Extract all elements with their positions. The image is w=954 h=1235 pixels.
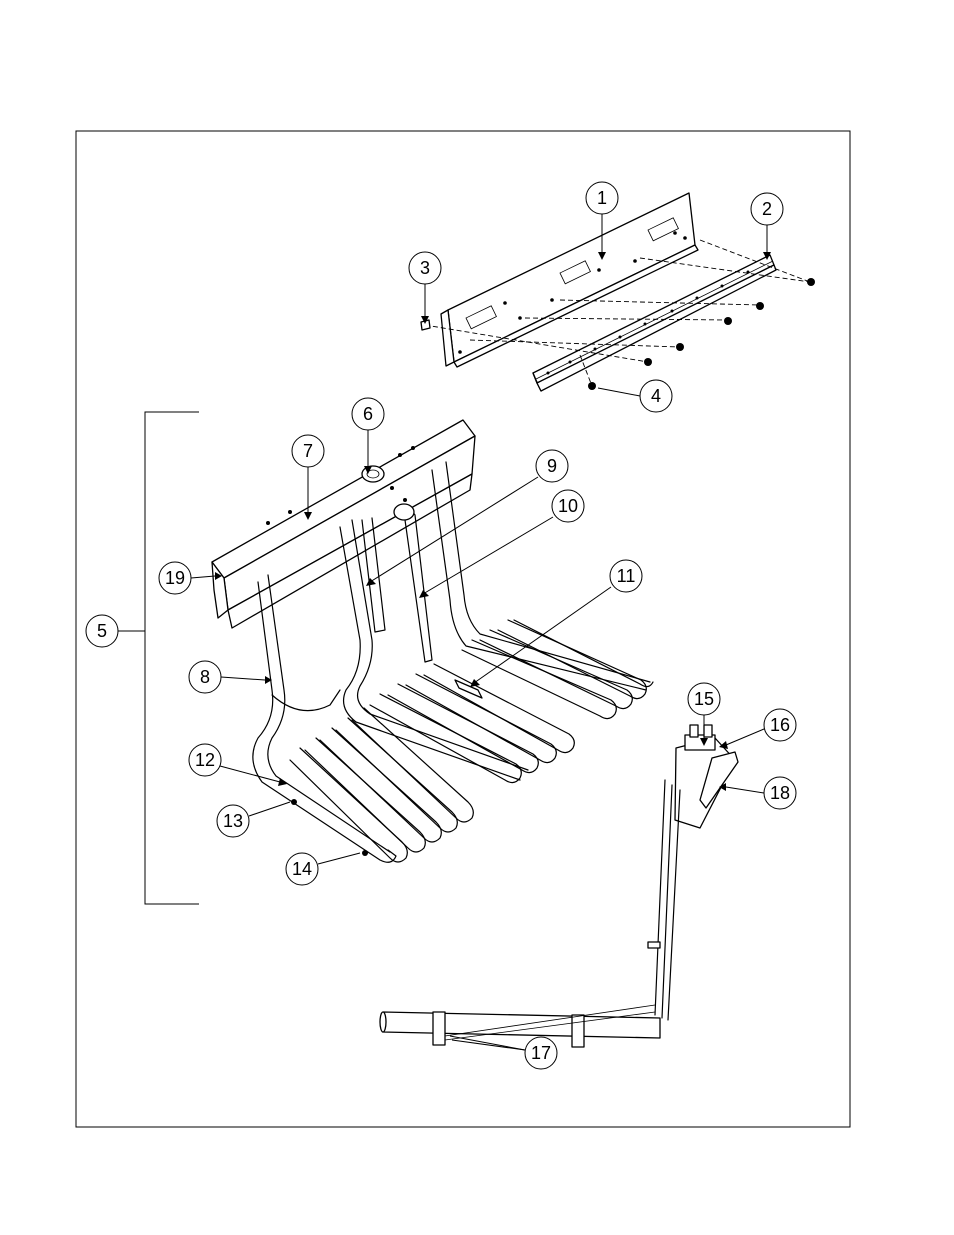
callout-8: 8 xyxy=(189,661,221,693)
callout-label: 11 xyxy=(617,566,636,586)
callout-label: 13 xyxy=(223,811,243,831)
heater-housing xyxy=(212,420,475,628)
callout-16: 16 xyxy=(764,709,796,741)
callout-label: 1 xyxy=(597,188,607,208)
callout-label: 3 xyxy=(420,258,430,278)
callout-14: 14 xyxy=(286,853,318,885)
callout-18: 18 xyxy=(764,777,796,809)
callout-4: 4 xyxy=(640,380,672,412)
element-clips xyxy=(291,799,368,856)
callout-13: 13 xyxy=(217,805,249,837)
callout-label: 14 xyxy=(292,859,312,879)
element-loops-right xyxy=(462,620,653,719)
support-rod xyxy=(380,942,660,1047)
callout-15: 15 xyxy=(688,683,720,715)
callout-17: 17 xyxy=(525,1037,557,1069)
callout-3: 3 xyxy=(409,252,441,284)
assembly-bracket xyxy=(145,412,199,904)
callout-7: 7 xyxy=(292,435,324,467)
callout-label: 8 xyxy=(200,667,210,687)
callout-11: 11 xyxy=(610,560,642,592)
callout-19: 19 xyxy=(159,562,191,594)
callout-label: 15 xyxy=(694,689,714,709)
callout-label: 12 xyxy=(195,750,215,770)
callout-label: 16 xyxy=(770,715,790,735)
callout-1: 1 xyxy=(586,182,618,214)
callout-label: 7 xyxy=(303,441,313,461)
callout-9: 9 xyxy=(536,450,568,482)
callout-label: 9 xyxy=(547,456,557,476)
callout-12: 12 xyxy=(189,744,221,776)
callout-10: 10 xyxy=(552,490,584,522)
callout-2: 2 xyxy=(751,193,783,225)
callout-label: 10 xyxy=(558,496,578,516)
callout-6: 6 xyxy=(352,398,384,430)
mounting-panel xyxy=(441,193,698,367)
callout-label: 18 xyxy=(770,783,790,803)
callout-label: 5 xyxy=(97,621,107,641)
callout-label: 17 xyxy=(531,1043,551,1063)
switch-assembly xyxy=(655,725,738,1020)
callout-5: 5 xyxy=(86,615,118,647)
callout-label: 6 xyxy=(363,404,373,424)
callout-label: 19 xyxy=(165,568,185,588)
callout-label: 2 xyxy=(762,199,772,219)
callout-label: 4 xyxy=(651,386,661,406)
